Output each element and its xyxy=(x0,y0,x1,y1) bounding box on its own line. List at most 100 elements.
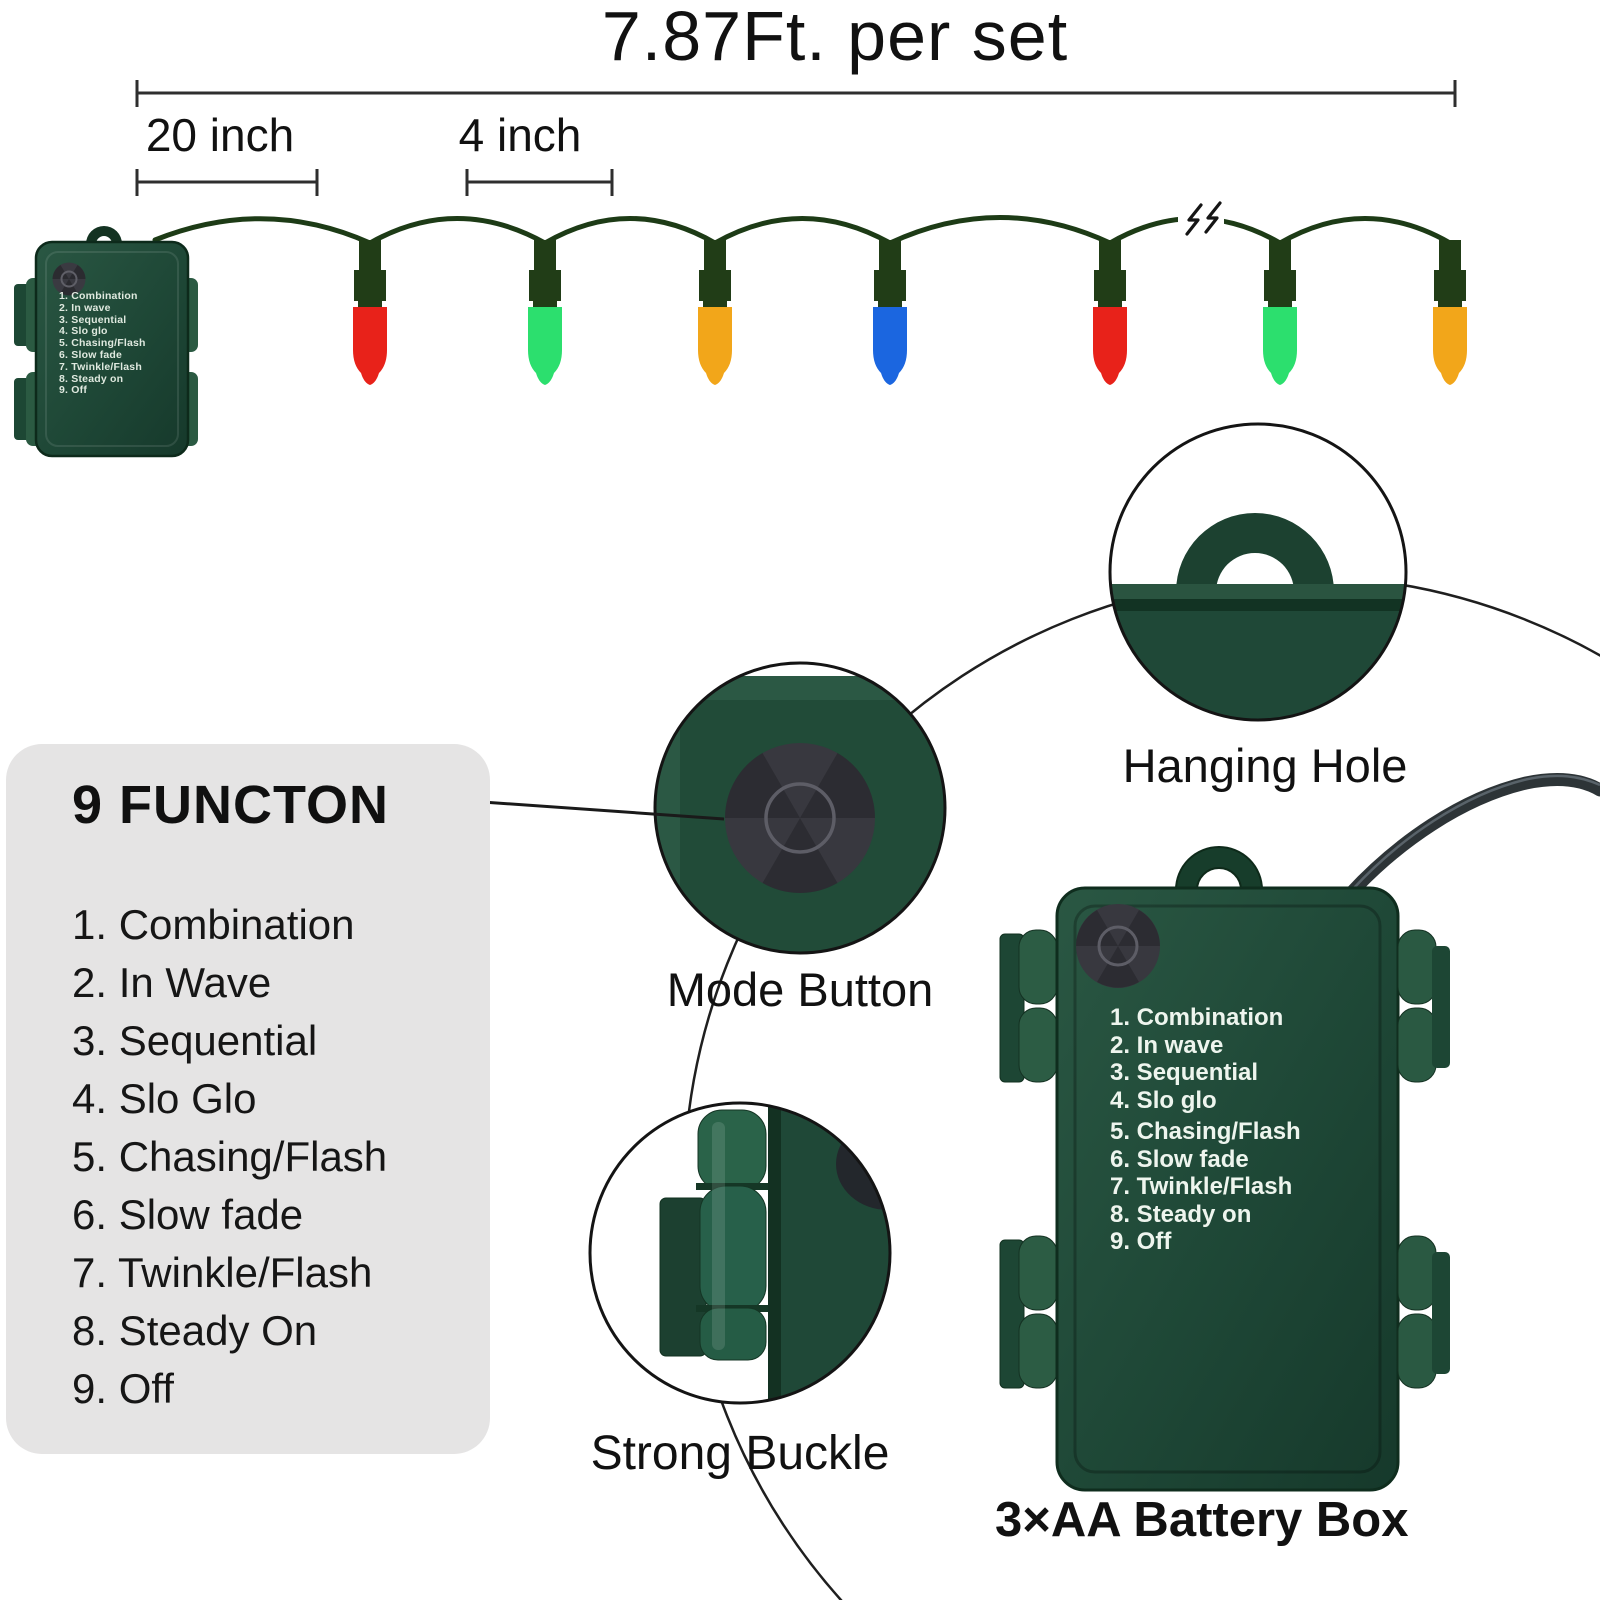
small-box-function: 5. Chasing/Flash xyxy=(59,337,146,350)
bulb-string xyxy=(353,240,1467,385)
right-buckle xyxy=(1397,1313,1437,1389)
small-mode-button-ring xyxy=(60,270,78,288)
function-list-panel: 9 FUNCTON 1. Combination 2. In Wave 3. S… xyxy=(6,744,490,1454)
function-item: 1. Combination xyxy=(72,901,355,948)
big-box-body xyxy=(1055,886,1400,1492)
small-battery-box xyxy=(14,226,198,458)
big-box-function: 2. In wave xyxy=(1110,1031,1224,1059)
small-box-function: 1. Combination xyxy=(59,290,138,302)
function-item: 9. Off xyxy=(72,1365,174,1412)
bulb-socket xyxy=(354,240,1466,308)
buckle-tab xyxy=(659,1197,707,1357)
function-item: 5. Chasing/Flash xyxy=(72,1133,388,1180)
right-buckle xyxy=(1397,929,1437,1005)
mode-button-zoom xyxy=(725,743,875,893)
left-buckle xyxy=(1018,929,1058,1005)
big-box-function: 7. Twinkle/Flash xyxy=(1110,1173,1293,1200)
small-box-function: 8. Steady on xyxy=(59,372,124,385)
dimension-lines xyxy=(135,80,1457,196)
bulb-4 xyxy=(873,307,907,385)
left-buckle-plate xyxy=(999,1239,1025,1389)
big-box-function: 3. Sequential xyxy=(1110,1059,1259,1086)
buckle-clasp xyxy=(699,1185,767,1313)
callout-hanging-hole xyxy=(1108,422,1408,722)
big-battery-box xyxy=(999,772,1600,1492)
small-mode-button-wedge xyxy=(69,265,86,279)
function-item: 3. Sequential xyxy=(72,1017,318,1064)
mode-button-wedge xyxy=(762,818,838,894)
small-box-face xyxy=(45,251,179,447)
left-buckle xyxy=(1018,1235,1058,1311)
buckle-knuckle-top xyxy=(697,1109,767,1191)
big-box-function: 6. Slow fade xyxy=(1110,1145,1249,1173)
bulb-5 xyxy=(1093,307,1127,385)
light-string-wire xyxy=(152,198,1453,246)
small-box-function-list: 1. Combination 2. In wave 3. Sequential … xyxy=(59,290,146,397)
big-mode-button-wedge xyxy=(1097,946,1139,988)
function-panel-items: 1. Combination 2. In Wave 3. Sequential … xyxy=(72,896,490,1418)
mode-button-wedge xyxy=(725,753,800,818)
small-box-function: 7. Twinkle/Flash xyxy=(59,360,142,373)
function-item: 7. Twinkle/Flash xyxy=(72,1249,373,1296)
box-top-seam xyxy=(1110,599,1406,611)
left-buckle-plate xyxy=(999,933,1025,1083)
big-mode-button xyxy=(1076,904,1160,988)
mode-button-label: Mode Button xyxy=(666,963,934,1016)
bulb-6 xyxy=(1263,307,1297,385)
big-box-function: 4. Slo glo xyxy=(1110,1086,1217,1114)
function-item: 2. In Wave xyxy=(72,959,272,1006)
bulb-3 xyxy=(698,307,732,385)
bulb-spacing-label: 4 inch xyxy=(458,109,582,161)
function-item: 4. Slo Glo xyxy=(72,1075,257,1122)
big-box-face xyxy=(1073,904,1382,1474)
small-box-function: 2. In wave xyxy=(59,301,111,314)
function-item: 8. Steady On xyxy=(72,1307,318,1354)
big-mode-button-ring xyxy=(1097,925,1139,967)
buckle-knuckle-bottom xyxy=(699,1307,767,1361)
box-wall-seam xyxy=(768,1103,781,1403)
bulb-2 xyxy=(528,307,562,385)
right-buckle-plate xyxy=(1432,946,1450,1068)
bulb-1 xyxy=(353,307,387,385)
mode-button-ring xyxy=(764,782,836,854)
small-box-function: 3. Sequential xyxy=(59,313,127,326)
right-buckle-plate xyxy=(1432,1252,1450,1374)
callout-mode-button xyxy=(653,661,947,955)
wire-break-icon xyxy=(1185,201,1222,236)
buckle-highlight xyxy=(712,1122,725,1350)
power-cable xyxy=(1343,772,1600,901)
big-box-function-list: 1. Combination 2. In wave 3. Sequential … xyxy=(1110,1004,1301,1256)
wire-break-gap xyxy=(1178,198,1224,232)
hanging-hole-label: Hanging Hole xyxy=(1122,739,1408,792)
box-top-edge xyxy=(1110,584,1406,599)
small-box-function: 9. Off xyxy=(59,384,88,397)
small-box-function: 6. Slow fade xyxy=(59,348,123,361)
small-mode-button-wedge xyxy=(52,265,69,279)
strong-buckle-label: Strong Buckle xyxy=(590,1427,890,1480)
total-length-label: 7.87Ft. per set xyxy=(601,0,1069,75)
small-box-function: 4. Slo glo xyxy=(59,325,108,338)
big-box-function: 5. Chasing/Flash xyxy=(1110,1118,1301,1145)
big-box-function: 1. Combination xyxy=(1110,1004,1284,1031)
big-mode-button-wedge xyxy=(1076,910,1118,946)
right-buckle xyxy=(1397,1007,1437,1083)
left-buckle xyxy=(1018,1313,1058,1389)
right-buckle xyxy=(1397,1235,1437,1311)
buckle-shadow xyxy=(836,1118,890,1210)
function-panel-title: 9 FUNCTON xyxy=(72,775,390,835)
callout-strong-buckle xyxy=(588,1101,892,1405)
mode-button-wedge xyxy=(800,753,875,818)
hanging-loop-zoom xyxy=(1176,513,1334,592)
wire xyxy=(152,215,1453,246)
left-buckle xyxy=(1018,1007,1058,1083)
small-hanging-loop xyxy=(86,226,122,244)
battery-box-caption: 3×AA Battery Box xyxy=(995,1493,1409,1547)
box-to-bulb-distance-label: 20 inch xyxy=(145,109,295,161)
bulb-7 xyxy=(1433,307,1467,385)
function-item: 6. Slow fade xyxy=(72,1191,304,1238)
big-hanging-loop xyxy=(1174,846,1264,891)
power-cable-strand xyxy=(1351,774,1600,891)
big-box-function: 9. Off xyxy=(1110,1228,1172,1255)
